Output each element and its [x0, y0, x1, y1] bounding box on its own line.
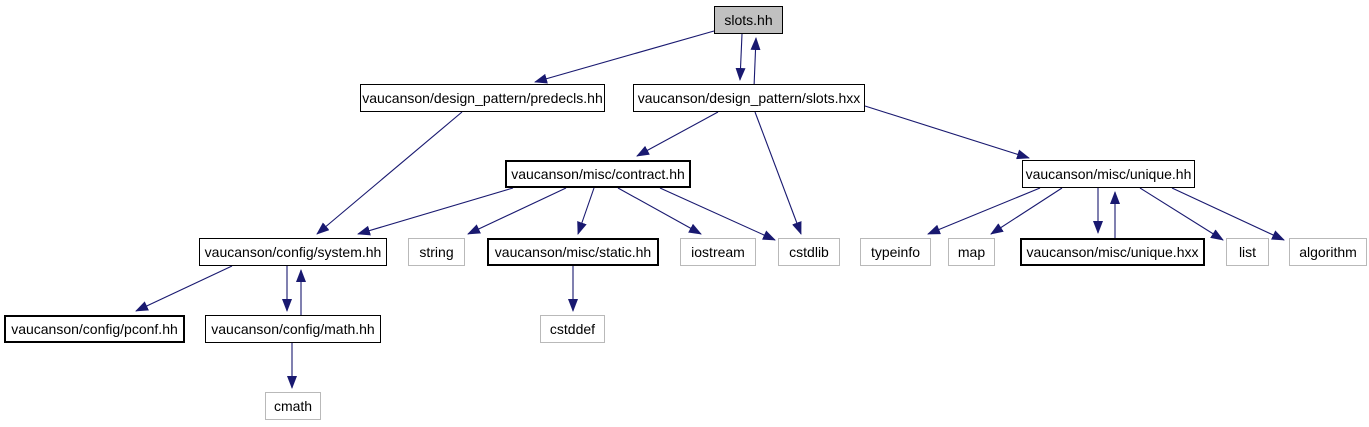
edge-slots_hxx-to-unique_hh [864, 105, 1030, 160]
edge-unique_hh-to-list [1139, 187, 1224, 241]
node-cstdlib: cstdlib [778, 238, 840, 266]
node-math_hh[interactable]: vaucanson/config/math.hh [205, 315, 381, 343]
node-unique_hxx[interactable]: vaucanson/misc/unique.hxx [1020, 238, 1205, 266]
edge-unique_hh-to-algorithm [1171, 187, 1285, 241]
node-cstddef: cstddef [540, 315, 605, 343]
node-predecls_hh[interactable]: vaucanson/design_pattern/predecls.hh [360, 84, 605, 112]
edge-unique_hh-to-map [990, 187, 1063, 235]
node-slots_hxx[interactable]: vaucanson/design_pattern/slots.hxx [633, 84, 865, 112]
edge-contract_hh-to-cstdlib [659, 187, 776, 241]
edge-unique_hh-to-typeinfo [927, 187, 1041, 235]
node-cmath: cmath [265, 392, 321, 420]
edge-slots_hh-to-predecls_hh [534, 30, 715, 84]
node-map: map [948, 238, 995, 266]
edge-slots_hxx-to-cstdlib [754, 111, 802, 235]
edge-system_hh-to-pconf_hh [135, 265, 233, 312]
node-list: list [1226, 238, 1269, 266]
edge-contract_hh-to-system_hh [357, 187, 514, 236]
node-string: string [408, 238, 465, 266]
node-static_hh[interactable]: vaucanson/misc/static.hh [487, 238, 659, 266]
node-pconf_hh[interactable]: vaucanson/config/pconf.hh [4, 315, 185, 343]
edge-contract_hh-to-string [467, 187, 567, 235]
node-system_hh[interactable]: vaucanson/config/system.hh [199, 238, 387, 266]
node-contract_hh[interactable]: vaucanson/misc/contract.hh [505, 160, 691, 188]
edge-contract_hh-to-static_hh [577, 187, 595, 235]
edge-predecls_hh-to-system_hh [316, 111, 463, 235]
node-algorithm: algorithm [1289, 238, 1367, 266]
node-unique_hh[interactable]: vaucanson/misc/unique.hh [1022, 160, 1195, 188]
node-typeinfo: typeinfo [860, 238, 931, 266]
edge-slots_hxx-to-contract_hh [636, 111, 719, 157]
edge-contract_hh-to-iostream [617, 187, 702, 235]
node-iostream: iostream [680, 238, 756, 266]
edge-slots_hh-to-slots_hxx [735, 33, 746, 81]
node-slots_hh: slots.hh [714, 6, 783, 34]
